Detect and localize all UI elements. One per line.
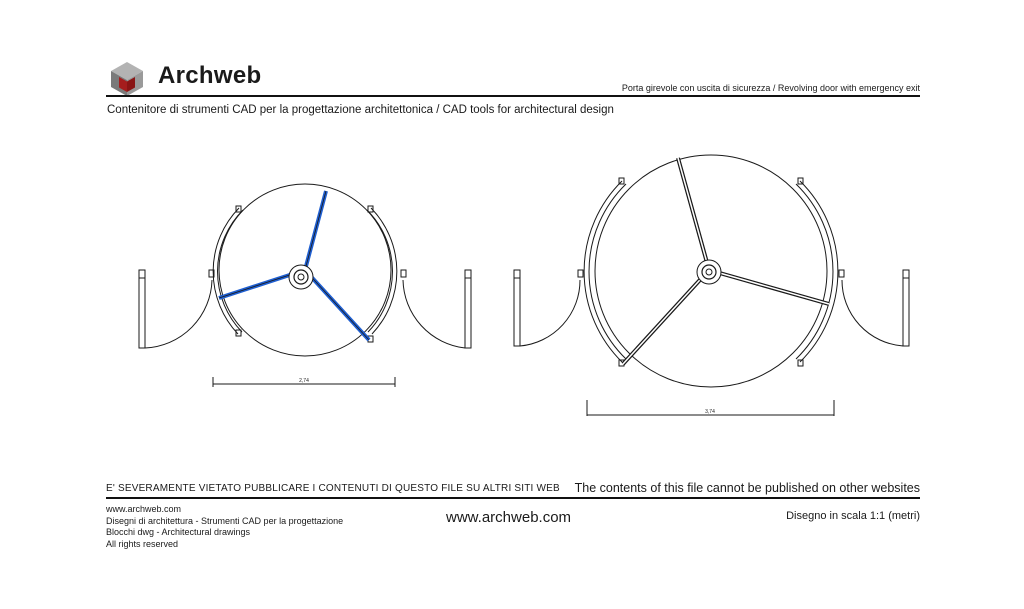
dimension-label-large: 3,74 (705, 409, 715, 415)
footer-info-line: All rights reserved (106, 538, 179, 549)
dimension-label-small: 2,74 (299, 378, 309, 384)
dimension-line-large (586, 400, 835, 416)
drum-circle-small (218, 183, 392, 357)
swing-door-right-small (402, 269, 472, 349)
footer-info: www.archweb.com Disegni di architettura … (106, 504, 343, 550)
door-wings-large (621, 157, 830, 366)
footer-rule (106, 497, 920, 499)
enclosure-right-outer-large (799, 180, 839, 363)
door-wings-small (218, 190, 371, 342)
footer-site-link[interactable]: www.archweb.com (446, 509, 572, 526)
drum-circle-large (594, 154, 828, 388)
revolving-door-small (138, 183, 472, 387)
archweb-logo-icon (111, 62, 143, 96)
footer-info-line: Disegni di architettura - Strumenti CAD … (106, 515, 344, 526)
warning-english: The contents of this file cannot be publ… (574, 481, 920, 495)
swing-door-left-small (138, 269, 213, 349)
enclosure-right-outer-small (370, 207, 398, 335)
enclosure-left-outer-small (212, 207, 240, 335)
page-subtitle: Contenitore di strumenti CAD per la prog… (107, 104, 614, 116)
swing-door-left-large (513, 269, 581, 347)
warning-italian: E' SEVERAMENTE VIETATO PUBBLICARE I CONT… (106, 483, 560, 494)
drawing-scale: Disegno in scala 1:1 (metri) (786, 510, 920, 522)
revolving-door-large (513, 154, 910, 416)
footer-info-line: www.archweb.com (106, 504, 182, 514)
dimension-line-small (212, 377, 396, 387)
footer-info-line: Blocchi dwg - Architectural drawings (106, 527, 251, 537)
enclosure-left-outer-large (583, 180, 623, 363)
brand-name: Archweb (158, 62, 262, 89)
header-rule (106, 95, 920, 97)
drawing-title: Porta girevole con uscita di sicurezza /… (621, 83, 920, 93)
swing-door-right-large (841, 269, 910, 347)
